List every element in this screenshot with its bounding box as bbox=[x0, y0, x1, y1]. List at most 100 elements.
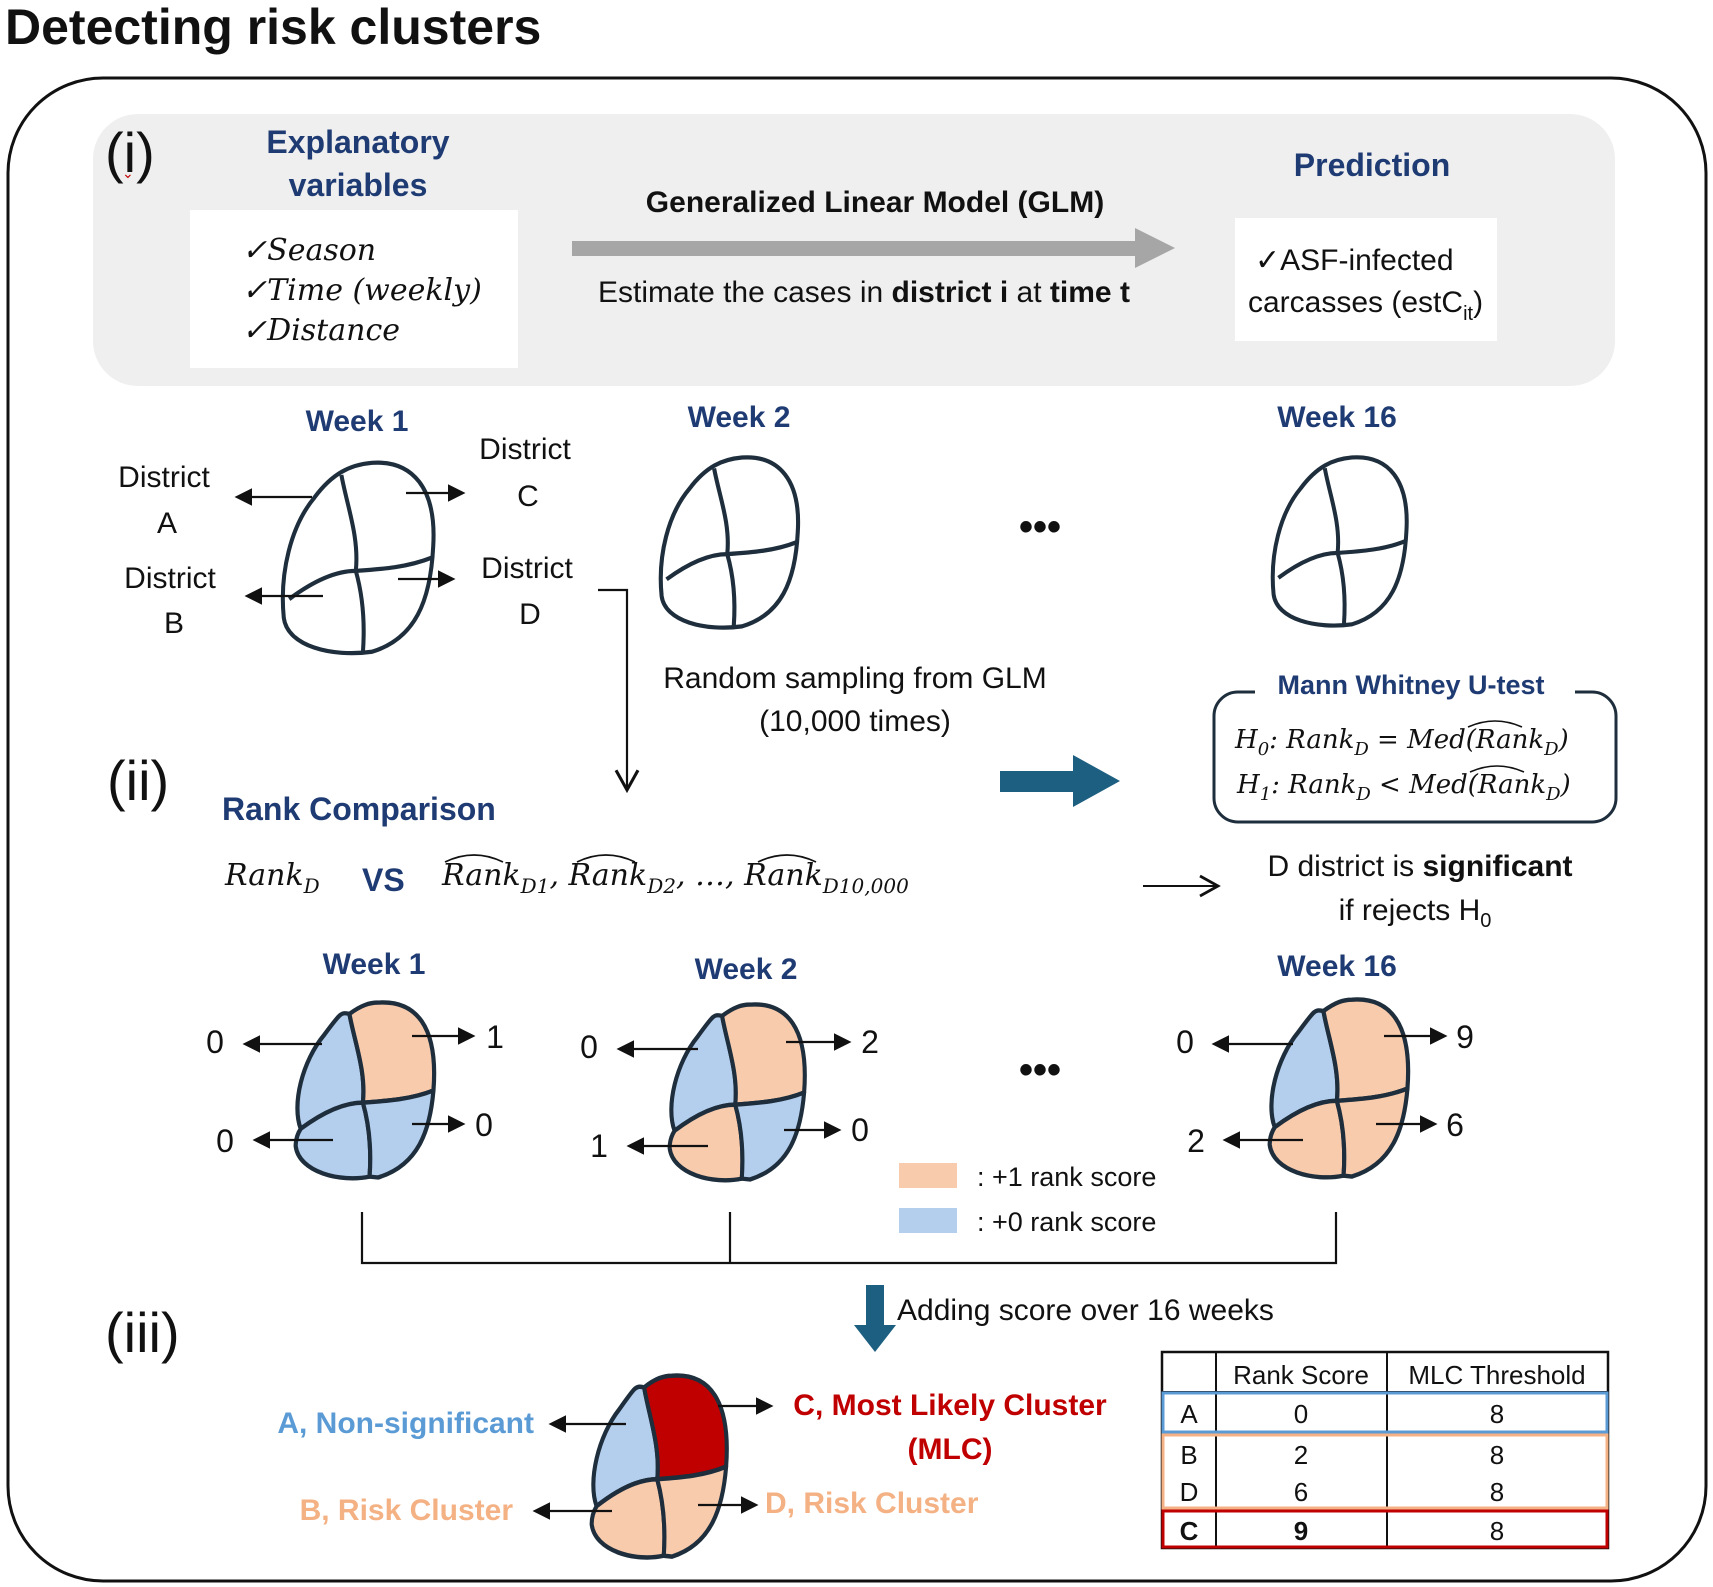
prediction-title: Prediction bbox=[1294, 147, 1450, 183]
w1-score-d: 0 bbox=[475, 1107, 493, 1143]
vs-label: VS bbox=[362, 862, 405, 898]
w16-arrows bbox=[1211, 1027, 1448, 1149]
prediction-line-1: ✓ASF-infected bbox=[1255, 244, 1454, 277]
table-row-c-threshold: 8 bbox=[1490, 1516, 1504, 1546]
rank-samples: RankD1, RankD2, …, RankD10,000 bbox=[441, 858, 909, 898]
scored-week-1-label: Week 1 bbox=[323, 948, 426, 981]
legend-swatch-plus1 bbox=[899, 1163, 957, 1188]
final-region-c bbox=[642, 1373, 729, 1482]
unscored-weeks-row: Week 1 Week 2 Week 16 ••• District A Dis… bbox=[118, 401, 1407, 794]
top-week-16-map bbox=[1273, 457, 1407, 625]
prediction-box bbox=[1235, 218, 1497, 341]
row-a-highlight bbox=[1161, 1391, 1609, 1434]
scored-week-2-label: Week 2 bbox=[695, 953, 798, 986]
district-d-label-1: District bbox=[481, 552, 573, 585]
explanatory-title-2: variables bbox=[289, 167, 428, 203]
model-description: Estimate the cases in district i at time… bbox=[598, 276, 1130, 309]
final-arrows bbox=[532, 1397, 774, 1520]
scored-week-2-map bbox=[667, 1002, 807, 1183]
scored-week-1-map bbox=[293, 1000, 437, 1181]
table-row-b-district: B bbox=[1180, 1440, 1197, 1470]
w1-arrows bbox=[242, 1027, 476, 1149]
final-label-d: D, Risk Cluster bbox=[765, 1487, 979, 1520]
scored-weeks-row: Week 1 Week 2 Week 16 ••• bbox=[206, 948, 1474, 1265]
district-c-label-1: District bbox=[479, 433, 571, 466]
table-row-c-district: C bbox=[1180, 1516, 1199, 1546]
district-a-label-2: A bbox=[157, 507, 177, 540]
top-week-1-map bbox=[283, 463, 434, 654]
significance-line-2: if rejects H0 bbox=[1339, 894, 1492, 932]
sampling-connector bbox=[598, 588, 640, 794]
mann-whitney-title-bg bbox=[1255, 670, 1575, 704]
top-week-1-label: Week 1 bbox=[306, 405, 409, 438]
hypothesis-h1: H1: RankD < Med(RankD) bbox=[1236, 770, 1571, 805]
sampling-text-1: Random sampling from GLM bbox=[663, 662, 1046, 695]
w16-score-a: 0 bbox=[1176, 1024, 1194, 1060]
significance-line-1: D district is significant bbox=[1267, 850, 1572, 883]
step-ii-label: (ii) bbox=[107, 749, 169, 812]
sampling-text-2: (10,000 times) bbox=[759, 705, 951, 738]
district-a-label-1: District bbox=[118, 461, 210, 494]
w1-region-c bbox=[347, 1000, 437, 1105]
small-check-icon: ⌄ bbox=[122, 165, 134, 181]
outer-frame bbox=[6, 76, 1708, 1583]
district-d-label-2: D bbox=[519, 598, 541, 631]
w1-region-d bbox=[360, 1088, 436, 1180]
rank-observed: RankD bbox=[224, 858, 320, 898]
step-i-panel: (i) ⌄ Explanatory variables ✓Season ✓Tim… bbox=[93, 114, 1615, 386]
w2-score-d: 0 bbox=[851, 1112, 869, 1148]
w1-score-a: 0 bbox=[206, 1024, 224, 1060]
row-bd-highlight bbox=[1161, 1433, 1609, 1510]
final-label-c-1: C, Most Likely Cluster bbox=[793, 1389, 1107, 1422]
w1-score-b: 0 bbox=[216, 1123, 234, 1159]
step-i-label: (i) bbox=[105, 121, 155, 184]
rank-score-table: Rank Score MLC Threshold A 0 8 B 2 8 D 6… bbox=[1160, 1350, 1610, 1550]
hypothesis-hat-marks bbox=[1467, 720, 1525, 773]
top-week-2-label: Week 2 bbox=[688, 401, 791, 434]
variable-season: ✓Season bbox=[242, 233, 376, 268]
w16-score-d: 6 bbox=[1446, 1107, 1464, 1143]
variables-box bbox=[190, 210, 518, 368]
teal-arrow bbox=[1000, 755, 1120, 807]
figure-title: Detecting risk clusters bbox=[5, 0, 541, 55]
table-row-b-score: 2 bbox=[1294, 1440, 1308, 1470]
final-region-d bbox=[655, 1464, 729, 1559]
w2-score-a: 0 bbox=[580, 1029, 598, 1065]
table-row-d-district: D bbox=[1180, 1477, 1199, 1507]
scored-week-16-map bbox=[1267, 997, 1411, 1180]
table-row-a-threshold: 8 bbox=[1490, 1399, 1504, 1429]
aggregation-bracket bbox=[360, 1212, 1338, 1265]
table-row-c-score: 9 bbox=[1294, 1516, 1308, 1546]
teal-down-arrow bbox=[854, 1285, 896, 1352]
top-district-arrows bbox=[234, 484, 466, 605]
district-c-label-2: C bbox=[517, 480, 539, 513]
table-row-a-district: A bbox=[1180, 1399, 1198, 1429]
variable-distance: ✓Distance bbox=[242, 313, 400, 348]
variable-time: ✓Time (weekly) bbox=[242, 273, 482, 308]
final-label-a: A, Non-significant bbox=[277, 1407, 534, 1440]
district-b-label-1: District bbox=[124, 562, 216, 595]
top-week-16-label: Week 16 bbox=[1277, 401, 1397, 434]
scored-ellipsis: ••• bbox=[1019, 1048, 1061, 1092]
w1-score-c: 1 bbox=[486, 1019, 504, 1055]
final-label-b: B, Risk Cluster bbox=[300, 1494, 514, 1527]
legend-plus0-text: : +0 rank score bbox=[977, 1207, 1156, 1237]
w16-region-c bbox=[1321, 997, 1411, 1104]
explanatory-title-1: Explanatory bbox=[266, 124, 449, 160]
adding-score-text: Adding score over 16 weeks bbox=[897, 1294, 1274, 1327]
step-ii-section: Random sampling from GLM (10,000 times) … bbox=[107, 662, 1618, 932]
legend-swatch-plus0 bbox=[899, 1208, 957, 1233]
table-header-mlc-threshold: MLC Threshold bbox=[1408, 1360, 1585, 1390]
table-row-d-threshold: 8 bbox=[1490, 1477, 1504, 1507]
w2-arrows bbox=[616, 1033, 852, 1155]
scored-week-16-label: Week 16 bbox=[1277, 950, 1397, 983]
top-ellipsis: ••• bbox=[1019, 505, 1061, 549]
top-week-2-map bbox=[661, 457, 798, 627]
w16-score-b: 2 bbox=[1187, 1123, 1205, 1159]
step-iii-label: (iii) bbox=[105, 1301, 180, 1364]
w16-score-c: 9 bbox=[1456, 1019, 1474, 1055]
hypothesis-h0: H0: RankD = Med(RankD) bbox=[1234, 725, 1569, 760]
step-iii-section: Adding score over 16 weeks (iii) A, Non-… bbox=[105, 1285, 1610, 1560]
mann-whitney-title: Mann Whitney U-test bbox=[1278, 670, 1545, 700]
w2-score-c: 2 bbox=[861, 1024, 879, 1060]
